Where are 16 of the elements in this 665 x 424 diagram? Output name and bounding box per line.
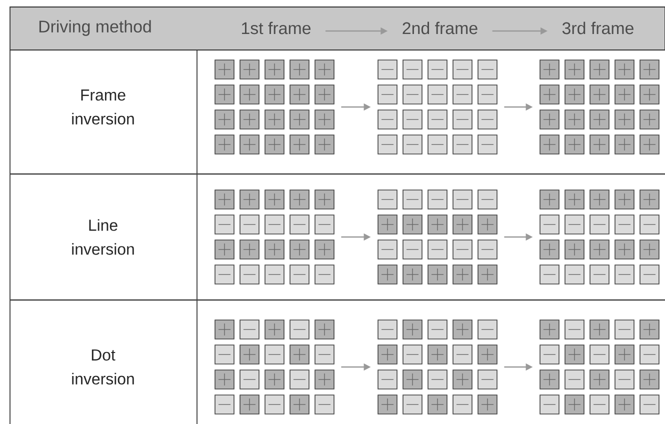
row-label: Dot inversion	[72, 349, 134, 385]
pixel-grid-drawing	[214, 60, 334, 154]
pixel-grid-drawing	[540, 190, 660, 284]
row-label: Frame inversion	[72, 89, 134, 125]
pixel-grid-drawing	[214, 190, 334, 284]
column-header: 2nd frame	[402, 22, 478, 34]
pixel-grid-drawing	[540, 320, 660, 414]
column-header: 3rd frame	[562, 22, 634, 34]
column-header: Driving method	[39, 20, 151, 36]
pixel-grid-drawing	[540, 60, 660, 154]
pixel-grid-drawing	[378, 60, 498, 154]
pixel-grid-drawing	[378, 320, 498, 414]
column-header: 1st frame	[242, 22, 311, 34]
pixel-grid-drawing	[378, 190, 498, 284]
row-label: Line inversion	[72, 219, 134, 255]
pixel-grid-drawing	[214, 320, 334, 414]
